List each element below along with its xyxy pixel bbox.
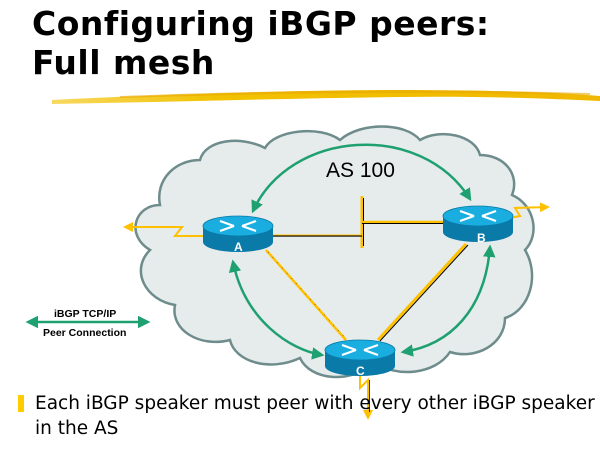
router-c-top xyxy=(324,339,396,361)
router-b-top xyxy=(442,205,514,227)
title-underline-brushstroke xyxy=(52,90,600,104)
bullet-text: Each iBGP speaker must peer with every o… xyxy=(35,393,595,439)
ibgp-peer-arrow-b-c xyxy=(400,244,496,357)
router-a[interactable]: A xyxy=(202,215,274,254)
router-a-label: A xyxy=(234,240,243,254)
router-icon xyxy=(341,343,379,357)
legend-line-1: iBGP TCP/IP xyxy=(54,308,116,320)
external-link-c xyxy=(359,375,373,420)
slide-title-line-1: Configuring iBGP peers: xyxy=(32,4,490,43)
legend-line-2: Peer Connection xyxy=(43,327,126,339)
as-label: AS 100 xyxy=(326,159,395,182)
router-c-label: C xyxy=(356,364,365,378)
router-icon xyxy=(219,219,257,233)
external-link-a xyxy=(123,222,205,237)
link-a-c-shadow xyxy=(267,251,348,341)
legend: iBGP TCP/IP Peer Connection xyxy=(25,308,151,339)
external-link-b xyxy=(509,202,550,219)
router-icon xyxy=(459,209,497,223)
ibgp-peer-arrow-a-b xyxy=(251,143,472,214)
router-b[interactable]: B xyxy=(442,205,514,245)
router-c[interactable]: C xyxy=(324,339,396,378)
router-b-label: B xyxy=(477,231,486,245)
slide-title-line-2: Full mesh xyxy=(32,43,215,82)
ibgp-peer-arrow-a-c xyxy=(228,259,325,360)
router-a-top xyxy=(202,215,274,237)
bullet-marker xyxy=(18,395,24,412)
slide-title: Configuring iBGP peers: Full mesh xyxy=(32,4,490,82)
